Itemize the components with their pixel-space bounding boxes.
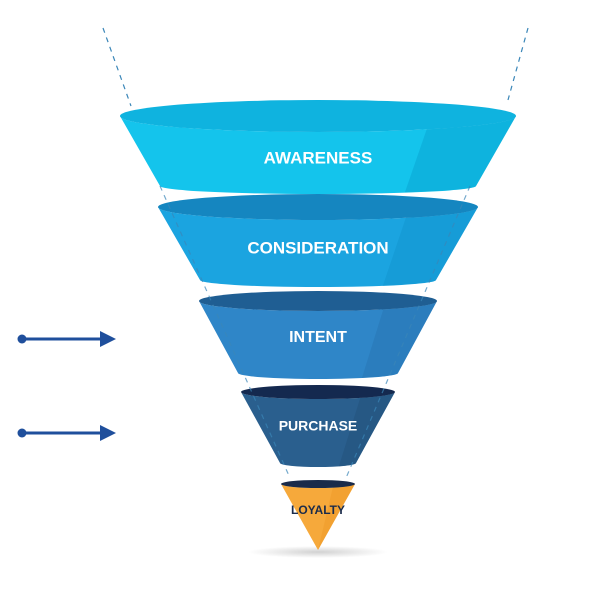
funnel-stage-label: LOYALTY (291, 503, 345, 517)
arrow-to-purchase (17, 425, 116, 441)
funnel-stage-label: INTENT (289, 329, 347, 346)
guide-line-right-inner (345, 185, 471, 479)
funnel-shadow (248, 546, 388, 558)
funnel-guide-lines (102, 27, 529, 107)
arrow-head-icon (100, 331, 116, 347)
funnel-stage-label: AWARENESS (264, 148, 373, 167)
funnel-stage-shade (404, 116, 516, 193)
funnel-stage-rim (199, 291, 437, 311)
funnel-stage-shade (318, 484, 355, 550)
stage-arrows (17, 331, 116, 441)
funnel-stage-shade (382, 207, 478, 286)
funnel-guide-lines-front (159, 185, 471, 479)
funnel-layers: AWARENESS CONSIDERATION INTENT PURCHASE LOYA… (120, 100, 516, 550)
funnel-stage-consideration: CONSIDERATION (158, 194, 478, 287)
funnel-stage-rim (241, 385, 395, 399)
arrow-to-intent (17, 331, 116, 347)
funnel-stage-awareness: AWARENESS (120, 100, 516, 194)
funnel-stage-label: PURCHASE (279, 418, 358, 434)
funnel-stage-shade (362, 301, 437, 378)
funnel-stage-intent: INTENT (199, 291, 437, 379)
funnel-stage-purchase: PURCHASE (241, 385, 395, 467)
funnel-stage-rim (281, 480, 355, 488)
funnel-stage-rim (158, 194, 478, 220)
funnel-stage-rim (120, 100, 516, 132)
guide-line-left-inner (159, 185, 291, 479)
funnel-stage-loyalty: LOYALTY (281, 480, 355, 550)
guide-line-right-top (507, 27, 529, 101)
guide-line-left-top (102, 27, 132, 107)
arrow-head-icon (100, 425, 116, 441)
funnel-stage-label: CONSIDERATION (247, 238, 388, 257)
